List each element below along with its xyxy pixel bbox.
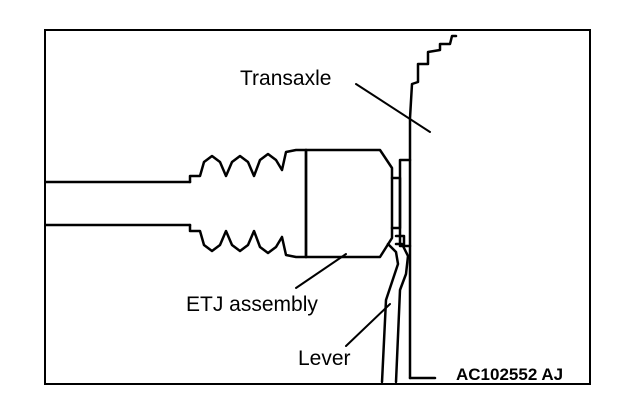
transaxle-label: Transaxle [240,67,332,90]
transaxle-case [408,34,458,162]
lever [380,242,410,384]
lever-leader [345,303,391,347]
figure-frame [44,29,591,385]
lever-label: Lever [298,347,351,370]
etj-assembly-label: ETJ assembly [186,293,318,316]
etj-housing [304,148,394,259]
transaxle-leader [355,83,431,133]
etj-leader [295,253,347,289]
drive-shaft [44,180,192,227]
boot [188,148,308,259]
figure-code: AC102552 AJ [456,365,564,384]
